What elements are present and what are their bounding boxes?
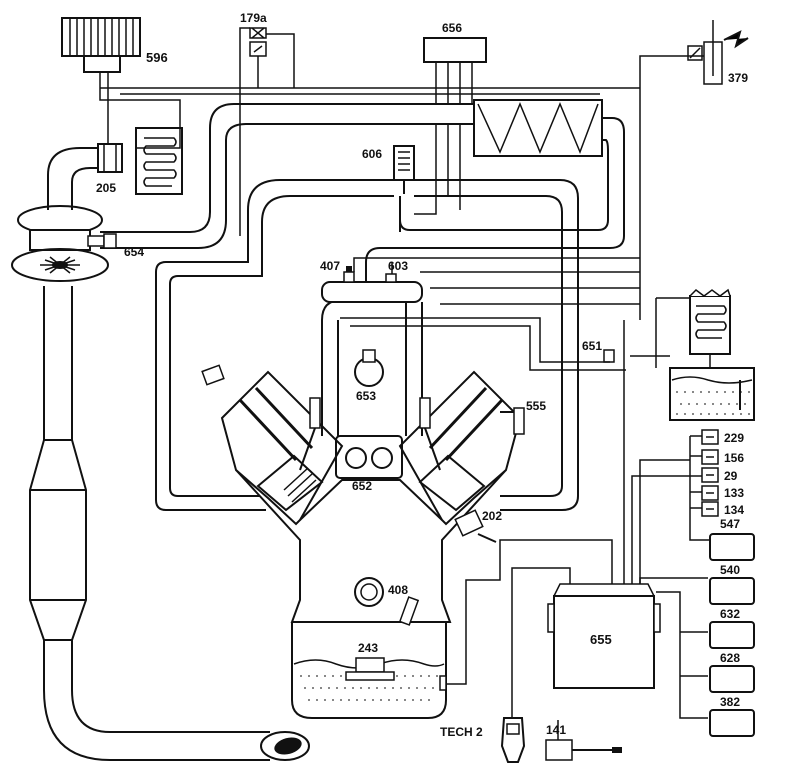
relay-stack: [689, 429, 719, 541]
intercooler-left: [135, 127, 183, 195]
label-547: 547: [720, 517, 740, 531]
label-156: 156: [724, 451, 744, 465]
charge-air-cooler: [473, 99, 603, 157]
sensor-653: [354, 349, 384, 387]
label-653: 653: [356, 389, 376, 403]
label-205: 205: [96, 181, 116, 195]
exhaust-tip: [260, 731, 310, 761]
label-179a: 179a: [240, 11, 267, 25]
sensor-651: [603, 349, 615, 363]
label-379: 379: [728, 71, 748, 85]
label-603: 603: [388, 259, 408, 273]
label-407: 407: [320, 259, 340, 273]
label-29: 29: [724, 469, 738, 483]
sensor-407: [343, 266, 355, 283]
left-sensor: [201, 364, 225, 386]
label-555: 555: [526, 399, 546, 413]
label-141: 141: [546, 723, 566, 737]
air-filter: [61, 17, 141, 73]
label-628: 628: [720, 651, 740, 665]
label-133: 133: [724, 486, 744, 500]
label-202: 202: [482, 509, 502, 523]
sensor-141: [545, 720, 622, 761]
label-632: 632: [720, 607, 740, 621]
exhaust-system: [29, 286, 310, 761]
label-229: 229: [724, 431, 744, 445]
ecu-655: [547, 583, 661, 689]
label-134: 134: [724, 503, 744, 517]
oil-sump: [291, 622, 447, 719]
idle-valve-179a: [239, 27, 295, 236]
engine-block: [220, 370, 522, 623]
label-382: 382: [720, 695, 740, 709]
label-408: 408: [388, 583, 408, 597]
coolant-reservoir: [630, 288, 755, 421]
sensor-555: [500, 407, 525, 435]
label-540: 540: [720, 563, 740, 577]
label-596: 596: [146, 50, 168, 65]
sensor-654: [87, 233, 117, 249]
label-243: 243: [358, 641, 378, 655]
label-656: 656: [442, 21, 462, 35]
label-652: 652: [352, 479, 372, 493]
module-656: [414, 37, 487, 215]
module-boxes: [709, 533, 755, 737]
tech2-tool: [500, 717, 526, 763]
label-651: 651: [582, 339, 602, 353]
label-606: 606: [362, 147, 382, 161]
sensor-202: [454, 509, 497, 543]
throttle-body: [393, 145, 415, 194]
label-tech2: TECH 2: [440, 725, 483, 739]
sensor-408: [398, 596, 420, 626]
label-655: 655: [590, 632, 612, 647]
label-654: 654: [124, 245, 144, 259]
manifold-652: [335, 435, 403, 479]
sensor-603: [385, 273, 397, 283]
maf-sensor: [97, 143, 123, 173]
pedal-379: [639, 20, 749, 320]
